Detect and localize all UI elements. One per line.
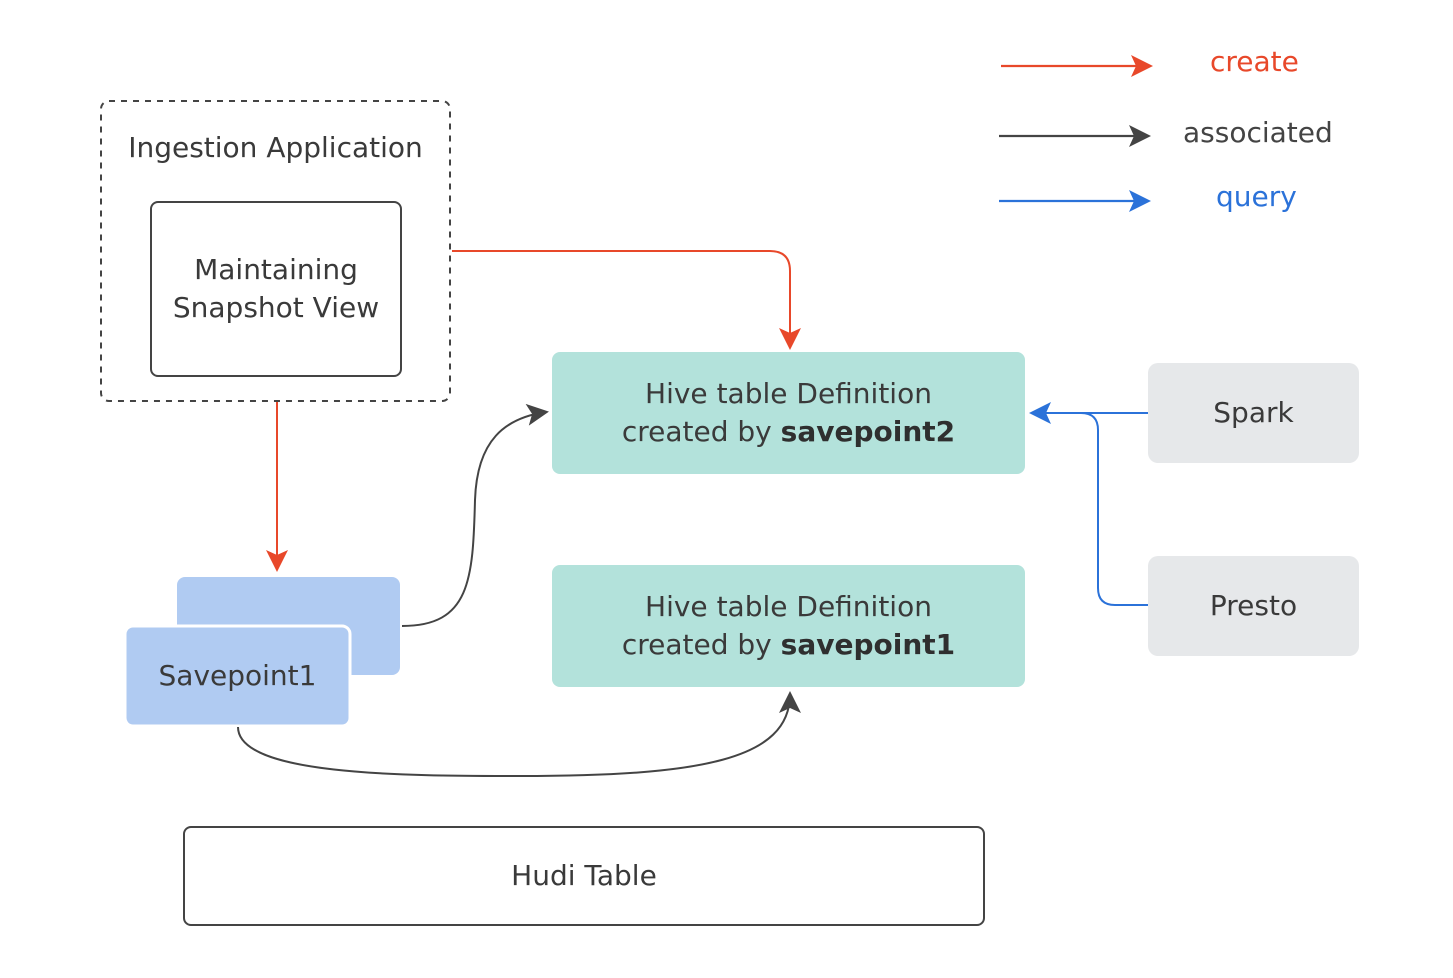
legend-query-label: query [1216, 180, 1297, 213]
presto-label: Presto [1209, 589, 1298, 623]
hive2-savepoint-name: savepoint2 [780, 415, 956, 448]
spark-engine-box: Spark [1148, 363, 1359, 463]
hive-table-savepoint2: Hive table Definition created by savepoi… [552, 352, 1025, 474]
hive1-line1: Hive table Definition [645, 590, 932, 624]
ingestion-application-title: Ingestion Application [128, 131, 423, 164]
savepoint1-label: Savepoint1 [158, 659, 317, 692]
associated-arrow-savepoint-to-hive2 [401, 403, 549, 627]
presto-engine-box: Presto [1148, 556, 1359, 656]
hive1-savepoint-name: savepoint1 [780, 628, 956, 661]
spark-label: Spark [1213, 396, 1294, 430]
hudi-table-label: Hudi Table [511, 859, 657, 893]
query-arrow-presto-to-hive2 [1060, 412, 1148, 606]
legend-associated-label: associated [1183, 116, 1333, 149]
savepoint1-card [123, 624, 352, 728]
hive2-line2: created by savepoint2 [622, 413, 955, 451]
snapshot-box-line2: Snapshot View [172, 291, 380, 324]
hive1-line2: created by savepoint1 [622, 626, 955, 664]
hive2-line2-prefix: created by [621, 415, 781, 448]
create-arrow-ingestion-to-hive2 [452, 250, 801, 350]
hive1-line2-prefix: created by [621, 628, 781, 661]
hive-table-savepoint1: Hive table Definition created by savepoi… [552, 565, 1025, 687]
ingestion-application-group [100, 100, 451, 402]
hive2-line1: Hive table Definition [645, 377, 932, 411]
legend-create-label: create [1210, 45, 1299, 78]
maintaining-snapshot-view-box: Maintaining Snapshot View [150, 201, 402, 377]
associated-arrow-savepoint-to-hive1 [237, 691, 801, 778]
snapshot-box-line1: Maintaining [194, 253, 358, 287]
hudi-table-box: Hudi Table [183, 826, 985, 926]
